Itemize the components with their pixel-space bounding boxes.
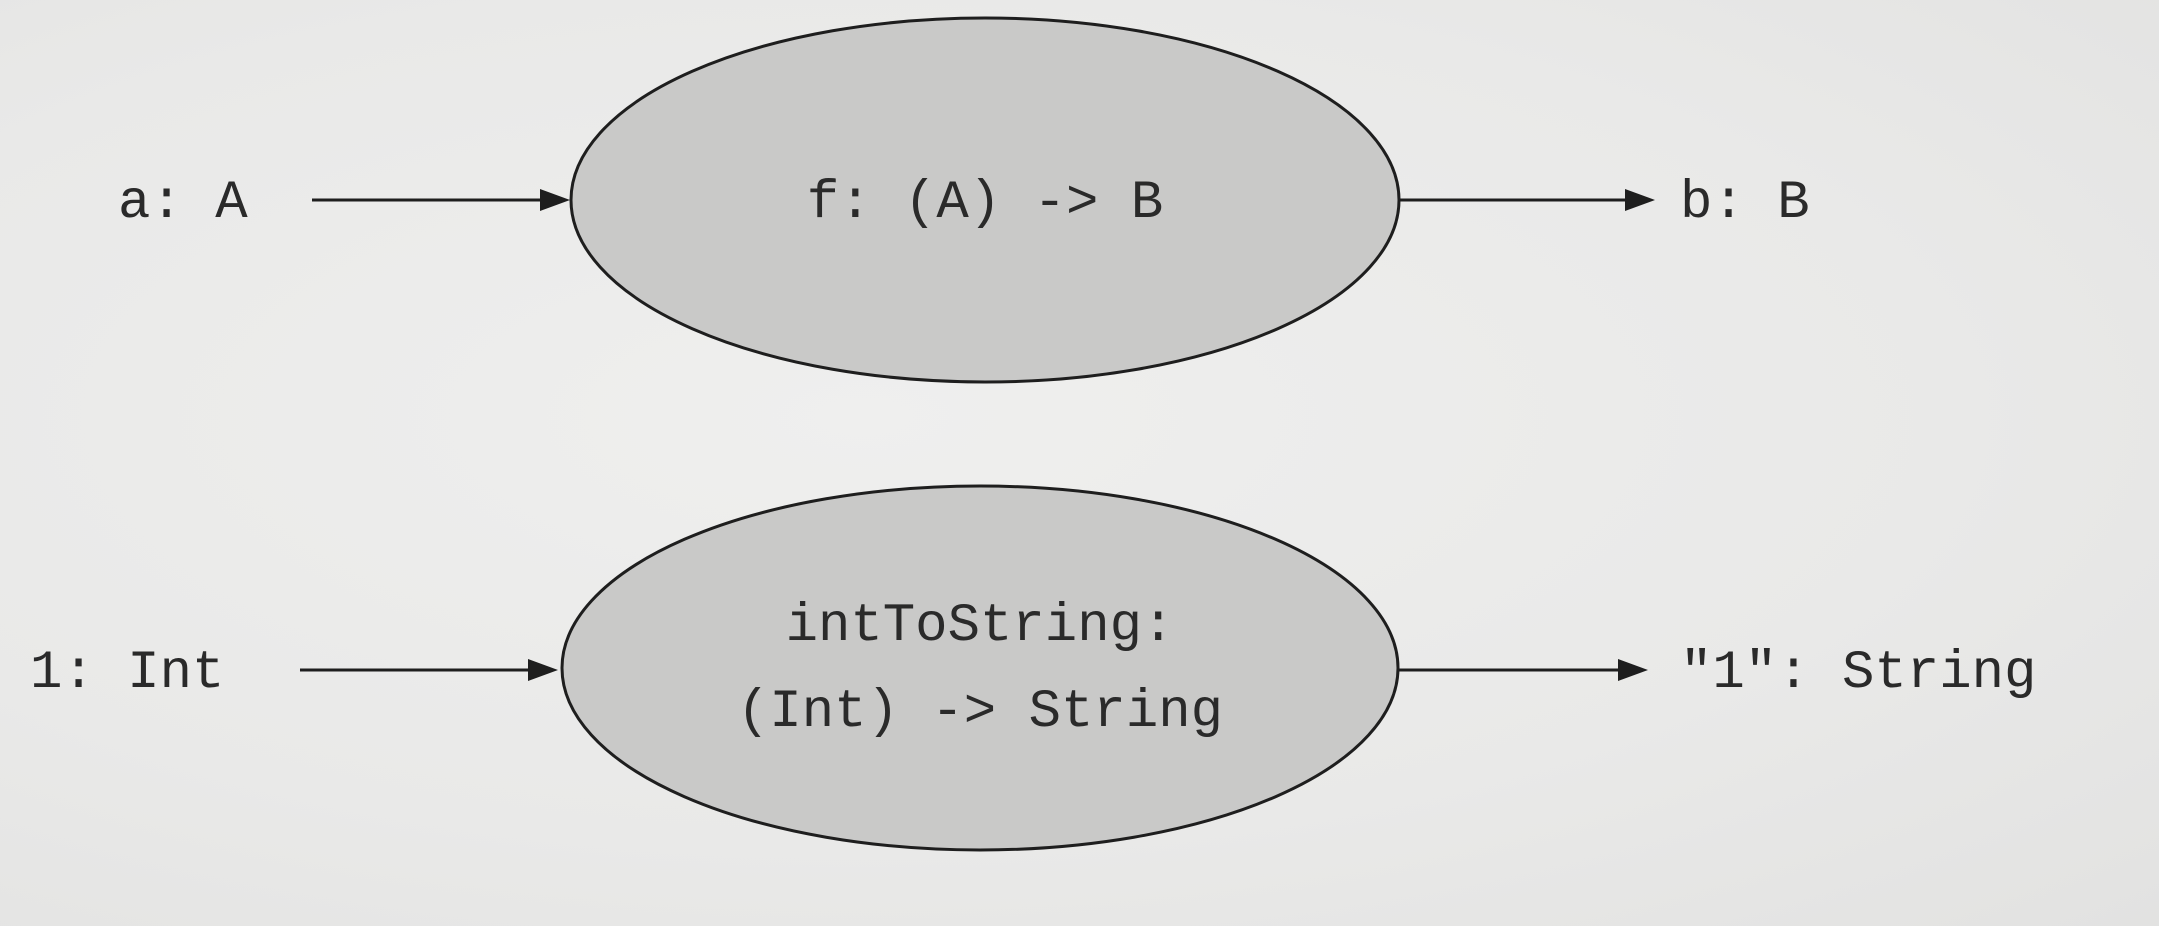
generic-function-row: a: A f: (A) -> B b: B bbox=[118, 16, 1810, 384]
concrete-input-label: 1: Int bbox=[30, 643, 224, 704]
concrete-function-node bbox=[560, 484, 1400, 852]
concrete-function-name: intToString: bbox=[786, 596, 1175, 657]
generic-output-label: b: B bbox=[1680, 173, 1810, 234]
generic-input-arrowhead bbox=[540, 189, 570, 211]
concrete-input-arrowhead bbox=[528, 659, 558, 681]
generic-function-signature: f: (A) -> B bbox=[807, 173, 1163, 234]
concrete-function-signature: (Int) -> String bbox=[737, 682, 1223, 743]
generic-function-node bbox=[569, 16, 1401, 384]
generic-input-label: a: A bbox=[118, 173, 248, 234]
generic-output-arrowhead bbox=[1625, 189, 1655, 211]
concrete-output-label: "1": String bbox=[1680, 643, 2036, 704]
concrete-function-row: 1: Int intToString: (Int) -> String "1":… bbox=[30, 484, 2036, 852]
concrete-output-arrowhead bbox=[1618, 659, 1648, 681]
